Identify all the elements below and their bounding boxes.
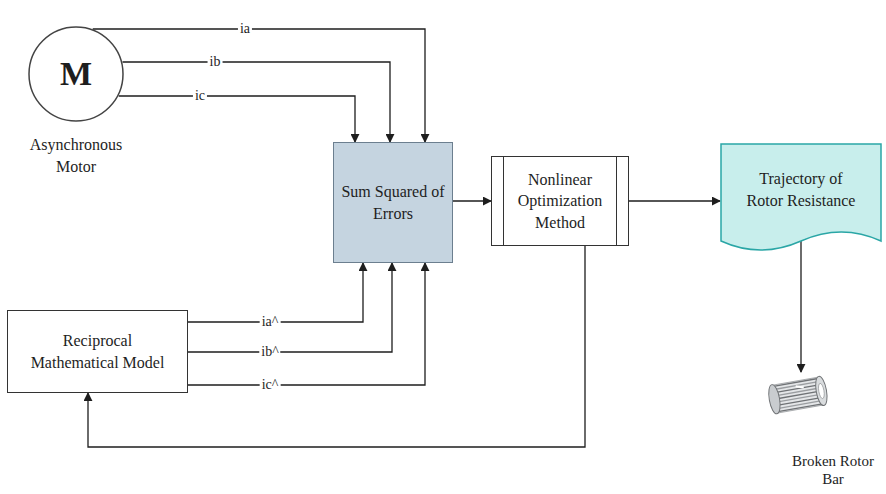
rotor-illustration: Broken Rotor Bar [740,372,882,490]
connector-arrow [629,200,720,201]
rotor-cage-drawing [740,372,882,448]
motor-symbol: M [28,54,124,94]
signal-label: ia^ [260,314,281,330]
signal-label: ib [208,54,223,70]
document-shape: Trajectory of Rotor Resistance [720,143,882,259]
motor-caption: Asynchronous Motor [18,134,134,178]
box-label: Trajectory of Rotor Resistance [742,168,860,211]
connector-arrow [800,241,801,372]
box-label: Sum Squared of Errors [340,181,446,224]
process-box: Reciprocal Mathematical Model [7,310,188,393]
connector-arrow [93,29,425,142]
signal-label: ia [238,21,252,37]
connector-arrow [453,200,491,201]
side-rule [503,157,504,245]
connector-arrow [188,263,392,352]
connector-arrow [188,263,425,385]
signal-label: ic [193,88,207,104]
motor-circle: MAsynchronous Motor [28,26,124,122]
predefined-process-box: Nonlinear Optimization Method [491,156,629,246]
signal-label: ib^ [259,344,280,360]
process-box: Sum Squared of Errors [333,142,453,263]
box-label: Nonlinear Optimization Method [506,169,614,234]
signal-label: ic^ [260,377,281,393]
connector-arrow [123,62,391,142]
box-label: Reciprocal Mathematical Model [23,330,172,373]
side-rule [616,157,617,245]
illustration-caption: Broken Rotor Bar [786,452,880,488]
connector-arrow [119,96,355,142]
